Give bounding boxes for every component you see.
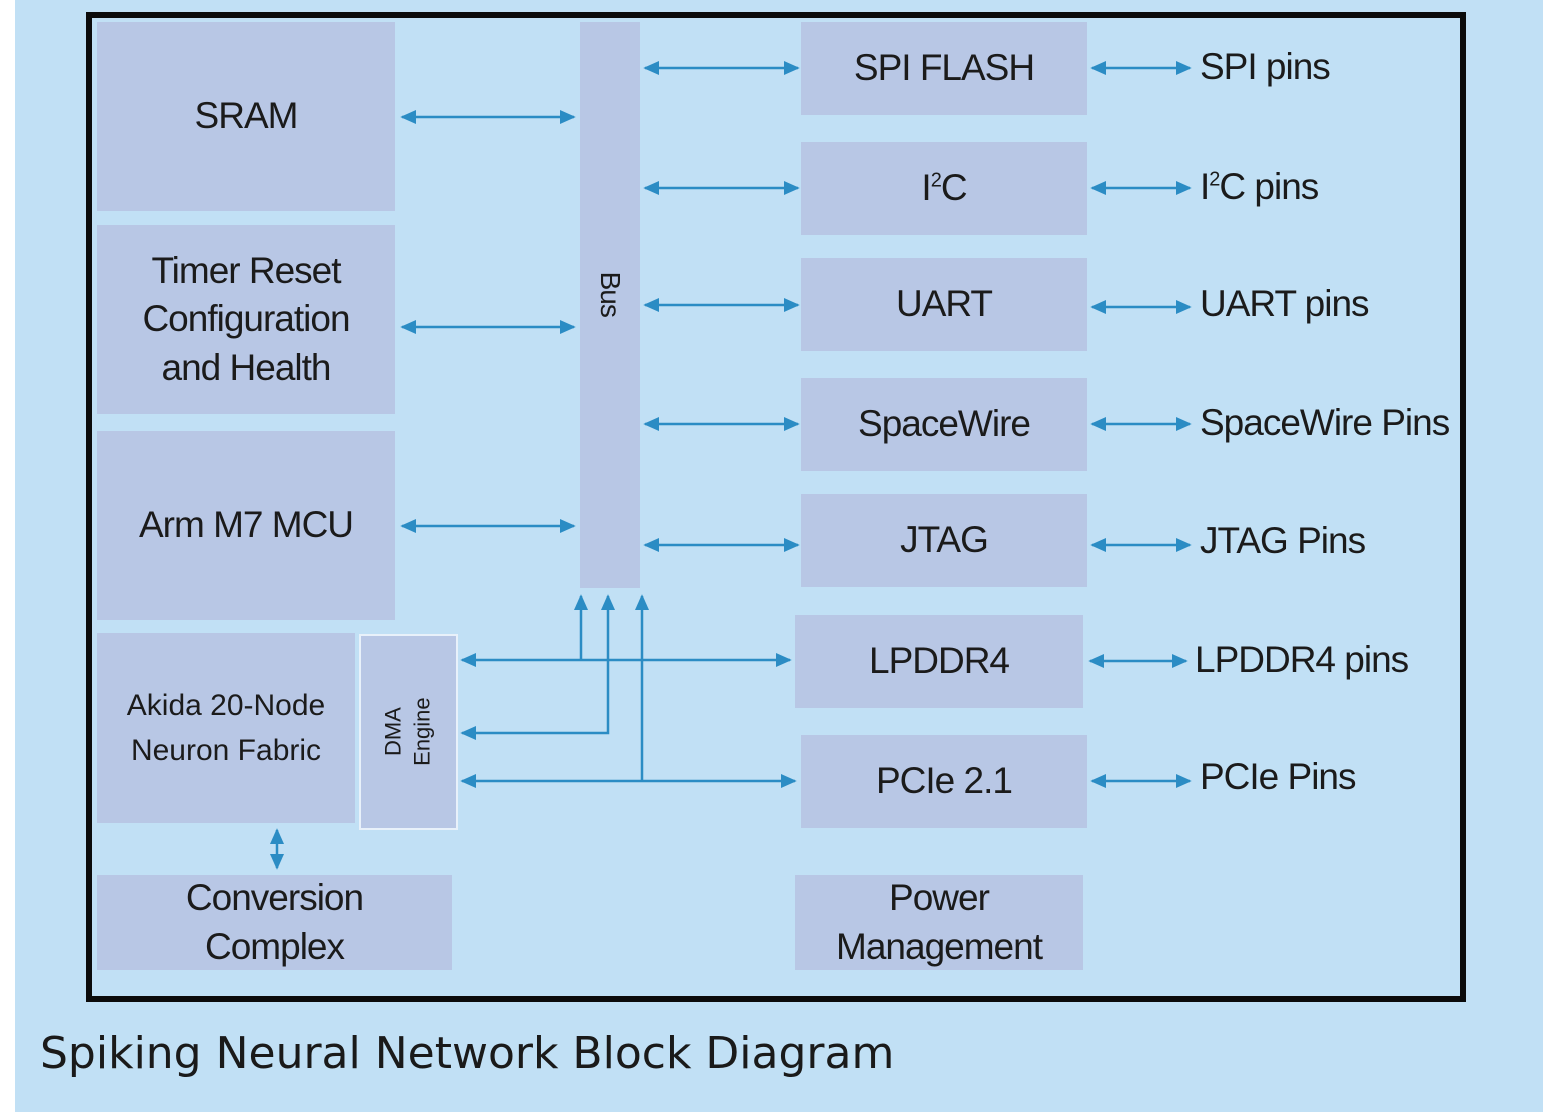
pcie-block: PCIe 2.1	[801, 735, 1087, 828]
spi-pins-label: SPI pins	[1200, 46, 1331, 87]
lpddr4-label: LPDDR4	[869, 640, 1010, 682]
jtag-label: JTAG	[900, 519, 989, 561]
diagram-caption: Spiking Neural Network Block Diagram	[40, 1028, 895, 1079]
bus-block: Bus	[580, 22, 640, 588]
power-management-block: Power Management	[795, 875, 1083, 970]
timer-reset-block: Timer Reset Configuration and Health	[97, 225, 395, 414]
pcie-pins-label: PCIe Pins	[1200, 756, 1357, 797]
dma-engine-block: DMA Engine	[359, 634, 458, 830]
pcie-label: PCIe 2.1	[876, 760, 1013, 802]
dma-engine-label: DMA Engine	[380, 698, 437, 767]
akida-neuron-fabric-block: Akida 20-Node Neuron Fabric	[97, 633, 355, 823]
conversion-label: Conversion Complex	[185, 877, 364, 967]
arm-mcu-label: Arm M7 MCU	[138, 504, 354, 546]
conversion-complex-block: Conversion Complex	[97, 875, 452, 970]
spacewire-label: SpaceWire	[858, 403, 1031, 445]
bus-label: Bus	[595, 271, 627, 317]
spacewire-block: SpaceWire	[801, 378, 1087, 471]
dma-label-line1: DMA	[380, 707, 406, 757]
timer-reset-label: Timer Reset Configuration and Health	[142, 250, 350, 388]
uart-label: UART	[895, 283, 993, 325]
sram-block: SRAM	[97, 22, 395, 211]
spi-flash-label: SPI FLASH	[853, 47, 1035, 89]
lpddr4-pins-label: LPDDR4 pins	[1195, 639, 1409, 680]
jtag-pins-label: JTAG Pins	[1200, 520, 1366, 561]
dma-label-line2: Engine	[409, 697, 435, 767]
jtag-block: JTAG	[801, 494, 1087, 587]
arrow-dma-to-bus	[460, 594, 615, 740]
spacewire-pins-label: SpaceWire Pins	[1200, 402, 1450, 443]
i2c-block: I2C	[801, 142, 1087, 235]
uart-block: UART	[801, 258, 1087, 351]
uart-pins-label: UART pins	[1200, 283, 1370, 324]
akida-label: Akida 20-Node Neuron Fabric	[126, 689, 326, 767]
i2c-label: I2C	[921, 167, 967, 209]
power-label: Power Management	[836, 877, 1043, 967]
lpddr4-block: LPDDR4	[795, 615, 1083, 708]
chip-boundary-frame	[86, 12, 1466, 1002]
sram-label: SRAM	[194, 95, 299, 137]
i2c-pins-label: I2C pins	[1200, 166, 1319, 207]
arm-mcu-block: Arm M7 MCU	[97, 431, 395, 620]
spi-flash-block: SPI FLASH	[801, 22, 1087, 115]
